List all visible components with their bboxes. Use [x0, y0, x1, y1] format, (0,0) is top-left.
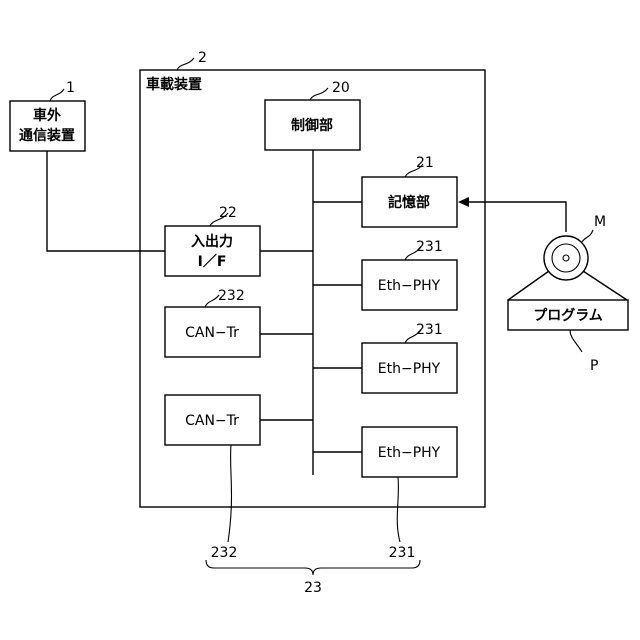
program-label: プログラム [533, 307, 603, 324]
disc-middle [552, 244, 580, 272]
in-vehicle-device-label: 車載装置 [146, 76, 202, 93]
can-tr-1-label: CAN−Tr [185, 325, 239, 341]
ref-231-bottom: 231 [389, 545, 416, 561]
eth-phy-1-label: Eth−PHY [378, 278, 441, 294]
eth-phy-2-label: Eth−PHY [378, 361, 441, 377]
leader-m [582, 230, 593, 242]
disc-outer [544, 236, 588, 280]
ref-22: 22 [219, 205, 237, 221]
ref-1: 1 [66, 80, 75, 96]
ref-21: 21 [416, 155, 434, 171]
ref-m: M [594, 214, 606, 230]
ref-2: 2 [198, 50, 207, 66]
ref-231-1: 231 [416, 239, 443, 255]
disc-hole [563, 255, 569, 261]
ref-232-bottom: 232 [211, 545, 238, 561]
io-interface-label-2: I／F [198, 254, 227, 270]
ref-20: 20 [332, 80, 350, 96]
leader-2 [177, 58, 194, 70]
external-comm-label-2: 通信装置 [19, 127, 75, 144]
can-tr-2-label: CAN−Tr [185, 413, 239, 429]
disc-cone-right [583, 271, 627, 300]
storage-unit-label: 記憶部 [388, 194, 430, 211]
group-brace [206, 560, 420, 575]
eth-phy-3-label: Eth−PHY [378, 445, 441, 461]
io-interface-label-1: 入出力 [191, 233, 233, 250]
leader-p [570, 330, 582, 352]
ref-232-top: 232 [218, 288, 245, 304]
external-comm-label-1: 車外 [33, 107, 61, 124]
leader-1 [50, 89, 64, 101]
ref-p: P [590, 358, 598, 374]
ref-231-2: 231 [416, 322, 443, 338]
disc-cone-left [508, 271, 549, 300]
control-unit-label: 制御部 [291, 117, 333, 134]
ref-23: 23 [304, 580, 322, 596]
